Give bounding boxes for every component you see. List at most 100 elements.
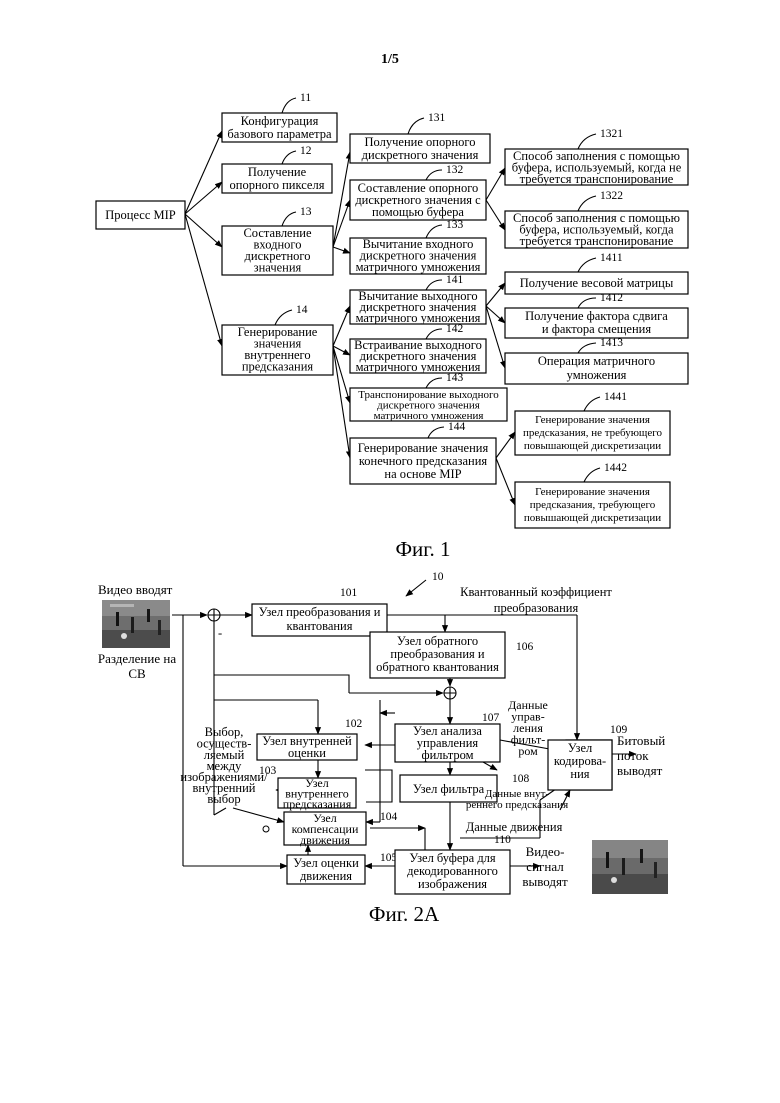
ref-110: 110 (494, 834, 511, 846)
svg-text:Вычитание входногодискретного: Вычитание входногодискретного значенияма… (356, 237, 481, 274)
n105-line-1: Узел оценки (293, 856, 359, 870)
node-1413-line-2: умножения (567, 368, 627, 382)
ref-144: 144 (448, 421, 466, 433)
quant-coef-line-2: преобразования (494, 601, 579, 615)
ref-13: 13 (300, 206, 312, 218)
ref-1441: 1441 (604, 391, 627, 403)
figure-2a-caption: Фиг. 2A (369, 902, 440, 926)
n109-line-1: Узел (568, 741, 592, 755)
n106-line-3: обратного квантования (376, 660, 499, 674)
split-cb-line-2: CB (128, 666, 146, 681)
node-143-line-3: матричного умножения (374, 410, 484, 422)
n103-line-3: предсказания (283, 797, 352, 811)
node-11-line-2: базового параметра (227, 127, 332, 141)
node-1411-line-1: Получение весовой матрицы (520, 276, 674, 290)
svg-text:Узел анализауправленияфильтром: Узел анализауправленияфильтром (413, 724, 482, 762)
n106-line-2: преобразования и (390, 647, 485, 661)
ref-101: 101 (340, 587, 358, 599)
video-out-line-3: выводят (522, 874, 568, 889)
svg-text:Способ заполнения с помощьюбуф: Способ заполнения с помощьюбуфера, испол… (513, 211, 680, 248)
motion-data-label: Данные движения (466, 820, 563, 834)
svg-text:Квантованный коэффициентпреобр: Квантованный коэффициент преобразования (460, 585, 612, 615)
node-131-line-2: дискретного значения (362, 148, 479, 162)
select-line-7: выбор (207, 792, 240, 806)
ref-1413: 1413 (600, 337, 623, 349)
node-12-line-1: Получение (248, 165, 307, 179)
svg-text:Генерированиезначениявнутренне: Генерированиезначениявнутреннегопредсказ… (238, 325, 318, 374)
minus-sign: - (218, 626, 222, 640)
video-out-line-2: сигнал (526, 859, 564, 874)
svg-text:Составление опорногодискретног: Составление опорногодискретного значения… (355, 181, 481, 219)
node-1413-line-1: Операция матричного (538, 354, 655, 368)
node-144-line-1: Генерирование значения (358, 441, 489, 455)
node-132-line-3: помощью буфера (372, 205, 464, 219)
n107-line-3: фильтром (421, 748, 473, 762)
quant-coef-line-1: Квантованный коэффициент (460, 585, 612, 599)
node-144-line-2: конечного предсказания (359, 454, 488, 468)
n109-line-3: ния (570, 767, 589, 781)
ref-11: 11 (300, 92, 311, 104)
node-1322-line-3: требуется транспонирование (520, 234, 674, 248)
svg-text:Узел оценкидвижения: Узел оценкидвижения (293, 856, 359, 883)
video-out-line-1: Видео- (526, 844, 565, 859)
page-number: 1/5 (381, 52, 399, 67)
node-133-line-3: матричного умножения (356, 260, 481, 274)
n101-line-2: квантования (286, 619, 352, 633)
ref-108: 108 (512, 773, 530, 785)
figure-2a-block-diagram: 10 Видео вводят Разделение наCB Квантова… (98, 571, 668, 926)
node-1441-line-1: Генерирование значения (535, 414, 650, 426)
n104-line-3: движения (300, 833, 350, 847)
ref-142: 142 (446, 323, 464, 335)
bitstream-line-2: поток (617, 748, 649, 763)
node-1412-line-2: и фактора смещения (542, 322, 651, 336)
n101-line-1: Узел преобразования и (259, 605, 381, 619)
filter-ctrl-line-5: ром (518, 744, 538, 758)
node-131-line-1: Получение опорного (365, 135, 476, 149)
svg-text:Генерирование значенияпредсказ: Генерирование значенияпредсказания, треб… (524, 486, 661, 524)
svg-text:Узел буфера длядекодированного: Узел буфера длядекодированногоизображени… (407, 851, 498, 891)
svg-text:Вычитание выходногодискретного: Вычитание выходногодискретного значениям… (356, 289, 481, 325)
ref-102: 102 (345, 718, 363, 730)
video-input-label: Видео вводят (98, 582, 173, 597)
svg-text:Встраивание выходногодискретно: Встраивание выходногодискретного значени… (354, 338, 482, 374)
ref-143: 143 (446, 372, 464, 384)
node-1441-line-3: повышающей дискретизации (524, 440, 661, 452)
n110-line-3: изображения (418, 877, 487, 891)
ref-1411: 1411 (600, 252, 623, 264)
n108-line-1: Узел фильтра (413, 782, 485, 796)
ref-141: 141 (446, 274, 464, 286)
svg-text:Видео-сигналвыводят: Видео-сигналвыводят (522, 844, 568, 889)
figure-1-tree: Процесс MIP Конфигурациябазового парамет… (96, 92, 688, 561)
n105-line-2: движения (300, 869, 352, 883)
node-12-line-2: опорного пикселя (230, 178, 325, 192)
node-1412-line-1: Получение фактора сдвига (525, 309, 668, 323)
svg-text:Генерирование значенияпредсказ: Генерирование значенияпредсказания, не т… (523, 414, 663, 452)
ref-131: 131 (428, 112, 446, 124)
bitstream-line-1: Битовый (617, 733, 665, 748)
ref-1442: 1442 (604, 462, 627, 474)
ref-1412: 1412 (600, 292, 623, 304)
svg-text:Получение опорногодискретного: Получение опорногодискретного значения (362, 135, 479, 162)
svg-text:Конфигурациябазового параметра: Конфигурациябазового параметра (227, 114, 332, 141)
node-144-line-3: на основе MIP (384, 467, 461, 481)
ref-10: 10 (432, 571, 444, 583)
svg-text:Данныеуправ-ленияфильт-ром: Данныеуправ-ленияфильт-ром (508, 698, 548, 758)
ref-132: 132 (446, 164, 464, 176)
node-1442-line-3: повышающей дискретизации (524, 512, 661, 524)
figure-1-caption: Фиг. 1 (395, 537, 450, 561)
ref-104: 104 (380, 811, 398, 823)
n110-line-2: декодированного (407, 864, 498, 878)
n102-line-2: оценки (288, 746, 326, 760)
node-1321-line-3: требуется транспонирование (520, 172, 674, 186)
mip-process-label: Процесс MIP (105, 208, 176, 222)
ref-12: 12 (300, 145, 312, 157)
node-1441-line-2: предсказания, не требующего (523, 427, 663, 439)
svg-text:Выбор,осуществ-ляемыймеждуизоб: Выбор,осуществ-ляемыймеждуизображениями/… (180, 725, 268, 806)
svg-text:Транспонирование выходногодиск: Транспонирование выходногодискретного зн… (358, 389, 499, 422)
svg-text:Получение фактора сдвигаи факт: Получение фактора сдвигаи фактора смещен… (525, 309, 668, 336)
ref-107: 107 (482, 712, 500, 724)
node-13-line-4: значения (254, 261, 302, 275)
ref-14: 14 (296, 304, 308, 316)
bitstream-line-3: выводят (617, 763, 663, 778)
svg-text:Разделение наCB: Разделение наCB (98, 651, 176, 681)
